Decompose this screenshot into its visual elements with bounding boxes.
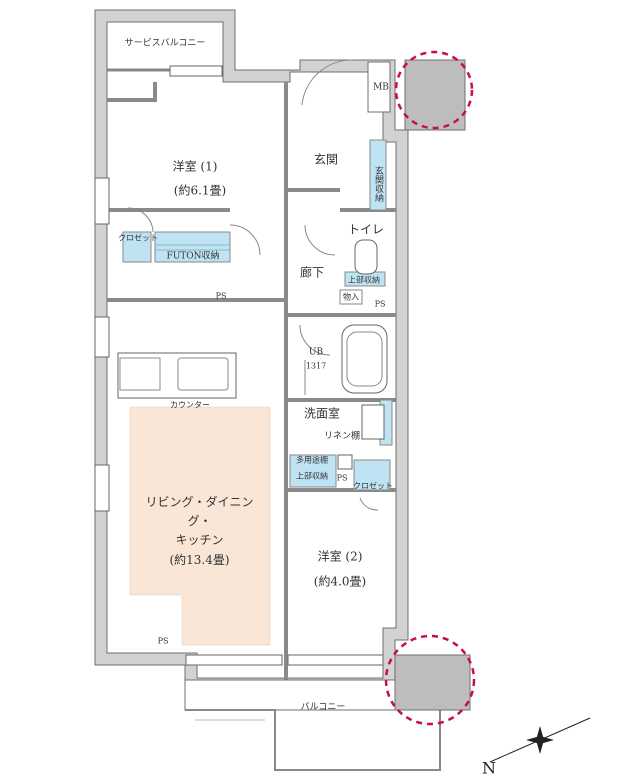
bathtub xyxy=(341,324,388,394)
mb-label: MB xyxy=(373,82,389,93)
closet-2-label: クロゼット xyxy=(353,481,393,491)
highlight-circle xyxy=(394,50,474,130)
ps-label: PS xyxy=(157,636,169,646)
window xyxy=(94,464,110,512)
window xyxy=(94,177,110,225)
compass-icon xyxy=(489,717,591,763)
ldk-label-line1: リビング・ダイニング・ xyxy=(145,495,254,529)
ldk-area: (約13.4畳) xyxy=(169,552,230,567)
linen-shelf-label: リネン棚 xyxy=(323,431,361,442)
entrance-label: 玄関 xyxy=(313,152,339,167)
western-room-1-label: 洋室 (1) xyxy=(172,159,218,174)
closet-2-area xyxy=(353,459,391,491)
toilet-fixture xyxy=(354,239,378,275)
unit-bath-size: 1317 xyxy=(305,361,327,371)
western-room-2-label: 洋室 (2) xyxy=(317,549,363,564)
hallway-label: 廊下 xyxy=(299,265,325,280)
service-balcony-label: サービスバルコニー xyxy=(124,38,206,49)
storage-box xyxy=(339,289,363,305)
ldk-label: リビング・ダイニング・ キッチン (約13.4畳) xyxy=(137,493,262,570)
north-label: N xyxy=(482,758,496,778)
counter-label: カウンター xyxy=(170,400,210,410)
ldk-floor xyxy=(129,406,271,646)
washbasin xyxy=(361,404,385,440)
ps-label: PS xyxy=(336,473,348,483)
entrance-storage-area xyxy=(369,139,387,211)
upper-storage-2-label: 上部収納 xyxy=(296,471,328,481)
ps-label: PS xyxy=(215,291,227,301)
western-room-2-area: (約4.0畳) xyxy=(313,574,367,589)
window xyxy=(185,654,283,666)
window xyxy=(94,316,110,358)
upper-storage-1-label: 上部収納 xyxy=(348,275,380,285)
ps-label: PS xyxy=(374,299,386,309)
multipurpose-shelf-label: 多用途棚 xyxy=(296,455,328,465)
sink xyxy=(177,357,229,391)
washroom-label: 洗面室 xyxy=(303,406,341,421)
washing-machine-tap xyxy=(337,454,353,470)
highlight-circle xyxy=(384,634,476,726)
closet-1-area xyxy=(122,231,152,263)
ldk-label-line2: キッチン xyxy=(175,533,224,548)
window xyxy=(287,654,384,666)
front-door xyxy=(301,59,353,106)
toilet-label: トイレ xyxy=(347,222,385,237)
futon-storage-area xyxy=(154,231,231,263)
futon-storage-label: FUTON収納 xyxy=(166,251,220,262)
closet-1-label: クロゼット xyxy=(118,233,158,243)
western-room-1-area: (約6.1畳) xyxy=(173,183,227,198)
unit-bath-label: UB xyxy=(308,347,324,358)
stove xyxy=(119,357,161,391)
window xyxy=(169,65,223,77)
entrance-storage-label: 玄関収納 xyxy=(373,166,383,202)
balcony-label: バルコニー xyxy=(300,702,346,713)
storage-label: 物入 xyxy=(343,292,359,302)
multipurpose-shelf-area xyxy=(289,454,337,488)
